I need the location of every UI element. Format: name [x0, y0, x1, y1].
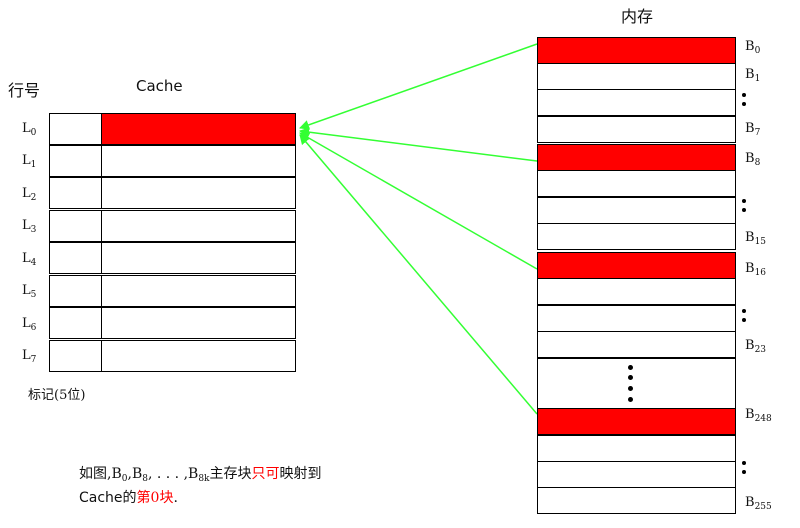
note-highlight-only: 只可: [251, 466, 280, 482]
cache-data-cell: [102, 211, 295, 241]
memory-block-b248: [537, 408, 736, 435]
cache-line-label: L7: [22, 348, 37, 365]
cache-line-label: L1: [22, 153, 37, 170]
cache-tag-cell: [50, 114, 102, 144]
cache-line-label: L5: [22, 283, 37, 300]
arrow-b248: [299, 134, 538, 415]
cache-line-label: L2: [22, 186, 37, 203]
cache-tag-cell: [50, 308, 102, 338]
cache-line-0: [49, 113, 296, 145]
memory-block-label: B7: [745, 121, 761, 138]
ellipsis-dot: [628, 375, 633, 380]
ellipsis-dot: [628, 365, 633, 370]
memory-block: [537, 487, 736, 514]
cache-tag-cell: [50, 276, 102, 306]
memory-block-label: B8: [745, 151, 761, 168]
memory-block: [537, 278, 736, 305]
memory-block: [537, 435, 736, 462]
note-line-2: Cache的第0块.: [79, 490, 178, 506]
side-dot: [742, 470, 746, 474]
cache-title: Cache: [136, 77, 183, 95]
memory-block: [537, 331, 736, 358]
arrow-b16: [299, 132, 538, 270]
memory-block: [537, 170, 736, 197]
note-highlight-block0: 第0块: [136, 490, 174, 506]
cache-data-cell: [102, 146, 295, 176]
cache-line-label: L3: [22, 218, 37, 235]
side-dot: [742, 461, 746, 465]
cache-line-6: [49, 307, 296, 339]
memory-block: [537, 63, 736, 90]
memory-block: [537, 89, 736, 116]
cache-tag-cell: [50, 243, 102, 273]
cache-line-4: [49, 242, 296, 274]
tag-caption: 标记(5位): [28, 388, 86, 403]
cache-line-1: [49, 145, 296, 177]
memory-block: [537, 223, 736, 250]
ellipsis-dot: [628, 386, 633, 391]
cache-data-cell: [102, 341, 295, 371]
cache-table: [49, 113, 296, 372]
side-dot: [742, 208, 746, 212]
cache-line-label: L6: [22, 316, 37, 333]
side-dot: [742, 309, 746, 313]
cache-tag-cell: [50, 211, 102, 241]
memory-block-label: B0: [745, 39, 761, 56]
cache-data-cell: [102, 276, 295, 306]
memory-block-b0: [537, 37, 736, 64]
memory-block: [537, 116, 736, 143]
cache-data-cell: [102, 243, 295, 273]
cache-line-label: L4: [22, 251, 37, 268]
cache-tag-cell: [50, 146, 102, 176]
cache-tag-cell: [50, 178, 102, 208]
cache-line-7: [49, 340, 296, 372]
memory-block-label: B255: [745, 495, 772, 512]
side-dot: [742, 199, 746, 203]
row-label-title: 行号: [8, 81, 41, 100]
memory-block-b16: [537, 252, 736, 279]
memory-block-label: B16: [745, 261, 767, 278]
memory-block-label: B1: [745, 67, 761, 84]
side-dot: [742, 102, 746, 106]
memory-block: [537, 305, 736, 332]
cache-tag-cell: [50, 341, 102, 371]
side-dot: [742, 318, 746, 322]
memory-block-label: B23: [745, 338, 767, 355]
memory-gap-block: [537, 358, 736, 409]
cache-line-5: [49, 275, 296, 307]
cache-line-label: L0: [22, 121, 37, 138]
cache-data-cell: [102, 178, 295, 208]
memory-block-label: B248: [745, 407, 772, 424]
cache-data-cell: [102, 308, 295, 338]
memory-block: [537, 197, 736, 224]
memory-title: 内存: [621, 7, 654, 26]
memory-block: [537, 461, 736, 488]
memory-block-label: B15: [745, 230, 767, 247]
arrow-b8: [299, 127, 538, 162]
cache-line-3: [49, 210, 296, 242]
side-dot: [742, 93, 746, 97]
cache-line-2: [49, 177, 296, 209]
note-line-1: 如图,B0,B8, . . . ,B8k主存块只可映射到: [79, 466, 322, 484]
memory-block-b8: [537, 144, 736, 171]
ellipsis-dot: [628, 397, 633, 402]
arrow-b0: [299, 43, 538, 130]
cache-data-cell-highlighted: [102, 114, 295, 144]
